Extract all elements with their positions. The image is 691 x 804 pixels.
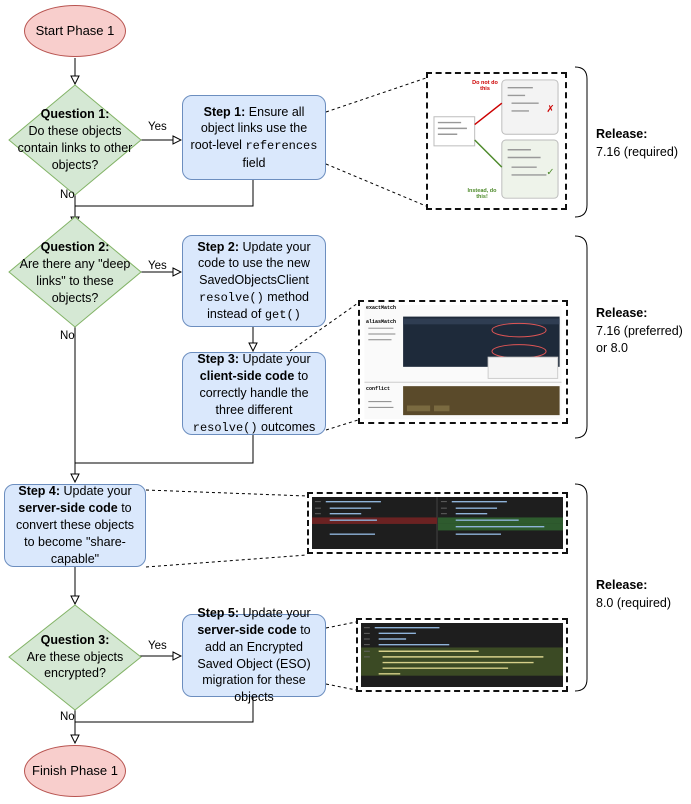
- step1-title: Step 1:: [203, 104, 246, 119]
- step5-title: Step 5:: [197, 605, 240, 620]
- bracket-release1: [574, 66, 588, 218]
- release3-value: 8.0 (required): [596, 595, 672, 610]
- step3-text-end: outcomes: [261, 419, 316, 434]
- q2-no-label: No: [60, 330, 75, 342]
- step5-bold: server-side code: [197, 622, 297, 637]
- release3-label: Release: 8.0 (required): [596, 577, 671, 612]
- q2-text: Question 2: Are there any "deep links" to…: [16, 236, 134, 310]
- callout-step1-top: [325, 77, 427, 113]
- step2-box: Step 2: Update your code to use the new …: [182, 235, 326, 327]
- step1-code: references: [245, 139, 318, 154]
- step4-bold: server-side code: [18, 501, 118, 516]
- release2-label: Release: 7.16 (preferred) or 8.0: [596, 305, 688, 358]
- finish-node: Finish Phase 1: [24, 745, 126, 797]
- step4-text: Update your: [63, 484, 132, 499]
- step3-text-mid: to correctly handle the three different: [199, 369, 309, 417]
- do-not-label: Do not do this: [472, 80, 498, 93]
- bracket-release2: [574, 235, 588, 439]
- svg-text:✗: ✗: [546, 104, 554, 115]
- step3-code: resolve(): [192, 420, 258, 435]
- q2-yes-label: Yes: [148, 260, 167, 272]
- edge-step1-merge: [75, 180, 254, 207]
- resolve-outcomes-thumbnail: exactMatch aliasMatch conflict: [358, 300, 568, 424]
- callout-step5-top: [325, 621, 357, 629]
- release1-title: Release:: [596, 127, 648, 141]
- bracket-release3: [574, 483, 588, 692]
- start-label: Start Phase 1: [35, 23, 115, 39]
- eso-migration-code-image: [361, 623, 563, 687]
- step4-box: Step 4: Update your server-side code to …: [4, 484, 146, 567]
- release3-title: Release:: [596, 578, 648, 592]
- share-capable-diff-thumbnail: [307, 492, 568, 554]
- step2-text: Update your code to use the new SavedObj…: [198, 239, 311, 288]
- q1-text: Question 1: Do these objects contain link…: [16, 101, 134, 179]
- edge-step3-merge: [75, 435, 254, 464]
- exact-match-label: exactMatch: [366, 305, 397, 311]
- references-example-thumbnail: ✗ ✓ Do not do this Instead, do this!: [426, 72, 567, 210]
- edge-step5-merge: [75, 697, 254, 723]
- step2-code2: get(): [264, 308, 301, 323]
- resolve-outcomes-image: [364, 305, 562, 419]
- callout-step4-top: [145, 489, 308, 497]
- step2-code1: resolve(): [199, 291, 264, 306]
- start-node: Start Phase 1: [24, 5, 126, 57]
- q1-no-label: No: [60, 189, 75, 201]
- callout-step3-bottom: [325, 419, 359, 431]
- finish-label: Finish Phase 1: [32, 763, 118, 779]
- step3-box: Step 3: Update your client-side code to …: [182, 352, 326, 435]
- q1-yes-label: Yes: [148, 121, 167, 133]
- step5-text-end: to add an Encrypted Saved Object (ESO) m…: [197, 622, 311, 705]
- step2-text-mid: method instead of: [207, 290, 309, 322]
- q3-text: Question 3: Are these objects encrypted?: [20, 624, 130, 690]
- q3-yes-label: Yes: [148, 640, 167, 652]
- callout-step1-bottom: [325, 163, 427, 207]
- q2-body: Are there any "deep links" to these obje…: [19, 257, 131, 305]
- step5-box: Step 5: Update your server-side code to …: [182, 606, 326, 704]
- svg-text:✓: ✓: [546, 167, 554, 178]
- step4-text-end: to convert these objects to become "shar…: [15, 501, 135, 566]
- step1-text-end: field: [242, 155, 266, 170]
- callout-step5-bottom: [325, 683, 357, 691]
- release1-label: Release: 7.16 (required): [596, 126, 678, 161]
- q2-diamond: [8, 216, 142, 328]
- callout-step4-bottom: [145, 554, 308, 568]
- step3-text: Update your: [242, 352, 311, 367]
- step4-title: Step 4:: [18, 484, 61, 499]
- step5-text: Update your: [242, 605, 311, 620]
- step1-box: Step 1: Ensure all object links use the …: [182, 95, 326, 180]
- q3-diamond: [8, 604, 142, 711]
- share-capable-diff-image: [312, 497, 563, 549]
- step2-title: Step 2:: [197, 239, 240, 254]
- q2-title: Question 2:: [40, 240, 110, 255]
- eso-migration-code-thumbnail: [356, 618, 568, 692]
- conflict-label: conflict: [366, 386, 391, 392]
- step3-title: Step 3:: [197, 352, 240, 367]
- q1-body: Do these objects contain links to other …: [17, 124, 133, 172]
- step1-text: Ensure all object links use the root-lev…: [190, 104, 308, 153]
- callout-step3-top: [289, 302, 359, 352]
- release2-title: Release:: [596, 306, 648, 320]
- q1-title: Question 1:: [40, 107, 110, 122]
- references-example-image: ✗ ✓: [433, 79, 559, 199]
- q3-title: Question 3:: [40, 632, 110, 647]
- instead-label: Instead, do this!: [467, 188, 497, 201]
- step3-bold: client-side code: [199, 369, 295, 384]
- alias-match-label: aliasMatch: [366, 319, 397, 325]
- q3-body: Are these objects encrypted?: [26, 649, 124, 681]
- q1-diamond: [8, 84, 142, 196]
- release1-value: 7.16 (required): [596, 144, 678, 159]
- q3-no-label: No: [60, 711, 75, 723]
- release2-value: 7.16 (preferred) or 8.0: [596, 323, 683, 356]
